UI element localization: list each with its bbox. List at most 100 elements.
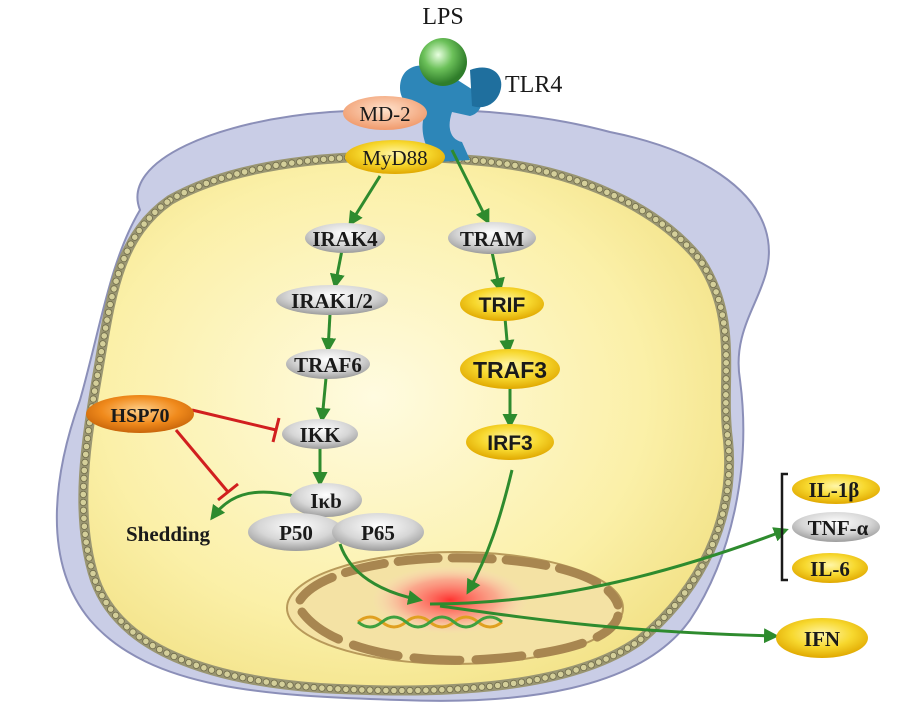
membrane-bead — [438, 686, 446, 694]
membrane-bead — [296, 158, 304, 166]
membrane-bead — [509, 679, 518, 688]
membrane-bead — [471, 156, 479, 164]
membrane-bead — [660, 613, 668, 622]
svg-text:IRAK4: IRAK4 — [312, 227, 378, 251]
il6-node: IL-6 — [792, 553, 868, 583]
membrane-bead — [723, 431, 732, 439]
membrane-bead — [117, 262, 125, 270]
membrane-bead — [616, 648, 625, 656]
membrane-bead — [84, 426, 93, 435]
membrane-bead — [470, 684, 478, 692]
membrane-bead — [366, 686, 374, 694]
membrane-bead — [180, 189, 188, 197]
membrane-bead — [80, 522, 89, 530]
membrane-bead — [422, 686, 430, 694]
svg-text:IL-6: IL-6 — [810, 557, 850, 581]
membrane-bilayer — [78, 151, 734, 696]
membrane-bead — [658, 220, 666, 228]
membrane-bead — [723, 423, 731, 431]
membrane-bead — [682, 241, 691, 249]
membrane-bead — [192, 661, 200, 669]
membrane-bead — [262, 678, 270, 686]
membrane-bead — [123, 623, 131, 631]
membrane-bead — [725, 447, 733, 455]
trif-node: TRIF — [460, 287, 544, 321]
membrane-bead — [503, 160, 511, 168]
traf3-node: TRAF3 — [460, 349, 560, 389]
membrane-bead — [519, 163, 527, 171]
membrane-bead — [256, 164, 264, 172]
membrane-bead — [97, 348, 106, 356]
membrane-bead — [80, 466, 88, 474]
membrane-bead — [239, 674, 247, 682]
membrane-bead — [724, 439, 732, 447]
membrane-bead — [637, 635, 645, 643]
membrane-bead — [202, 179, 210, 187]
membrane-bead — [580, 663, 588, 672]
svg-text:IFN: IFN — [804, 627, 840, 651]
membrane-bead — [303, 157, 312, 165]
membrane-bead — [549, 672, 557, 680]
membrane-bead — [717, 303, 725, 311]
membrane-bead — [722, 359, 730, 367]
membrane-bead — [587, 661, 595, 669]
membrane-bead — [580, 179, 589, 187]
svg-text:P65: P65 — [361, 521, 395, 545]
svg-text:TNF-α: TNF-α — [808, 516, 869, 540]
membrane-bead — [107, 605, 115, 613]
membrane-bead — [725, 455, 733, 463]
svg-text:TRAF6: TRAF6 — [294, 353, 362, 377]
membrane-bead — [725, 471, 733, 479]
membrane-bead — [79, 506, 88, 514]
membrane-bead — [722, 494, 730, 503]
membrane-bead — [83, 434, 92, 443]
membrane-bead — [326, 684, 334, 693]
membrane-bead — [722, 415, 730, 423]
membrane-bead — [478, 683, 486, 691]
cytokine-bracket — [780, 472, 788, 582]
membrane-bead — [334, 685, 342, 693]
membrane-bead — [87, 562, 95, 570]
membrane-bead — [716, 518, 725, 526]
membrane-bead — [177, 656, 185, 664]
membrane-bead — [185, 658, 193, 667]
membrane-bead — [85, 554, 93, 562]
svg-text:HSP70: HSP70 — [111, 405, 170, 427]
membrane-bead — [511, 161, 519, 169]
membrane-bead — [677, 235, 685, 243]
membrane-bead — [120, 255, 128, 263]
membrane-bead — [254, 677, 262, 685]
arrow-irak4-irak12 — [329, 249, 345, 289]
membrane-bead — [350, 685, 358, 694]
arrow-nucleus-cytokines — [429, 527, 789, 606]
membrane-bead — [83, 546, 92, 554]
lps-label: LPS — [422, 4, 463, 30]
membrane-bead — [676, 595, 684, 603]
membrane-bead — [721, 335, 730, 343]
membrane-bead — [96, 355, 104, 364]
membrane-bead — [720, 319, 728, 327]
arrow-irf3-nucleus — [466, 469, 514, 595]
membrane-bead — [302, 683, 310, 691]
membrane-bead — [724, 478, 732, 487]
membrane-bead — [225, 172, 233, 180]
membrane-bead — [525, 677, 534, 685]
tlr4-receptor-icon — [400, 65, 502, 162]
membrane-bead — [722, 407, 730, 415]
membrane-bead — [264, 163, 272, 171]
membrane-bead — [318, 684, 326, 692]
membrane-bead — [694, 569, 702, 577]
irak4-node: IRAK4 — [305, 223, 385, 253]
membrane-bead — [706, 273, 714, 281]
membrane-bead — [541, 674, 549, 682]
p50-node: P50 — [248, 513, 344, 551]
membrane-bead — [446, 685, 454, 694]
shedding-label: Shedding — [126, 522, 211, 546]
membrane-bead — [335, 154, 344, 162]
membrane-bead — [131, 233, 139, 241]
inhibit-hsp70-ikk — [191, 408, 277, 432]
membrane-bead — [103, 316, 111, 324]
membrane-bead — [92, 379, 100, 387]
membrane-bead — [102, 598, 110, 607]
membrane-bead — [698, 259, 706, 267]
